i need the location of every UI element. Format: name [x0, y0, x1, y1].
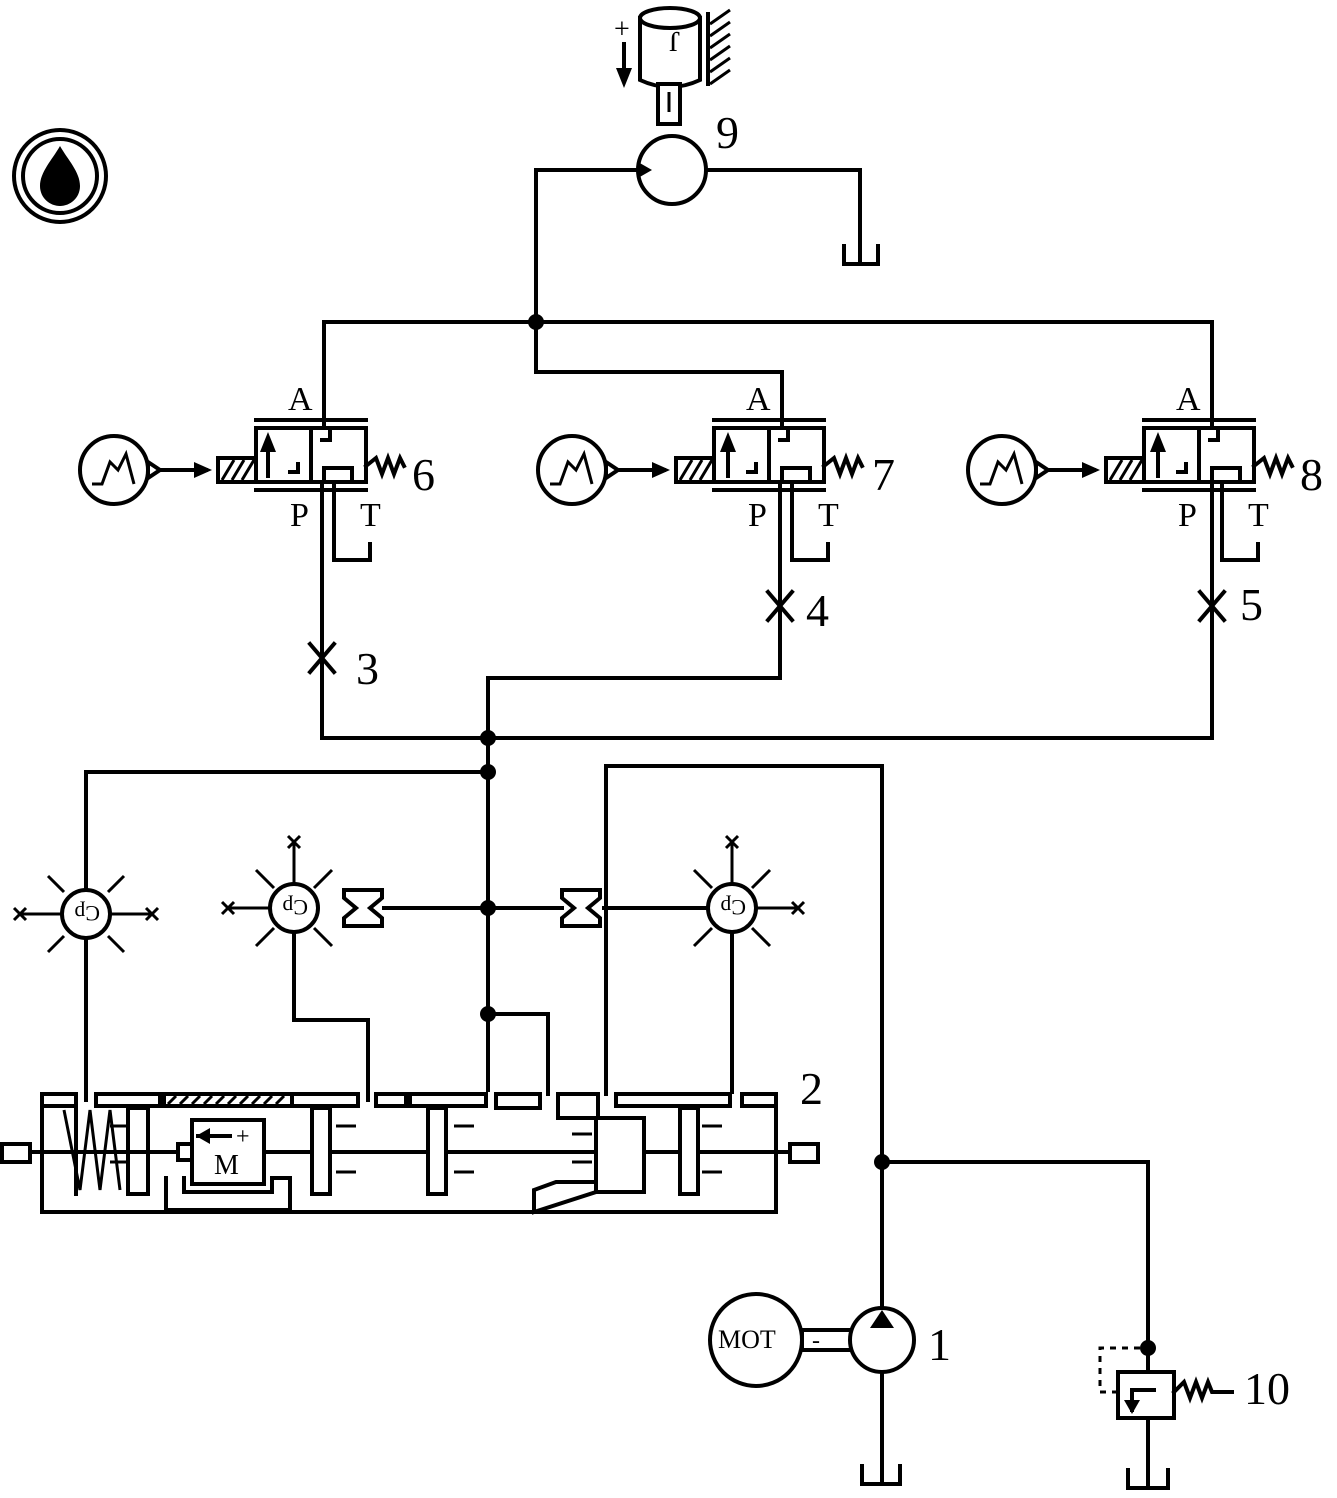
pressure-sensor-mid: Cp [220, 834, 334, 948]
throttle-icon [765, 589, 795, 623]
throttle-icon [1197, 589, 1227, 623]
port-p-7: P [748, 497, 767, 534]
label-valve-7: 7 [872, 449, 895, 500]
pressure-sensor-right: Cp [692, 834, 806, 948]
label-relief-valve-10: 10 [1244, 1363, 1290, 1414]
throttle-icon [560, 888, 602, 928]
tank-icon [1126, 1468, 1170, 1490]
port-t-7: T [818, 497, 839, 534]
tank-icon [842, 244, 880, 266]
motor-label: MOT [718, 1325, 776, 1354]
valve-6 [216, 418, 407, 492]
port-t-6: T [360, 497, 381, 534]
sensor-label: Cp [720, 895, 746, 920]
label-valve-8: 8 [1300, 449, 1323, 500]
port-p-6: P [290, 497, 309, 534]
label-actuator-9: 9 [716, 107, 739, 158]
relief-valve [1098, 1346, 1234, 1420]
tank-icon [860, 1464, 902, 1486]
label-throttle-4: 4 [806, 585, 829, 636]
sensor-label: Cp [282, 895, 308, 920]
port-a-7: A [746, 381, 771, 418]
throttle-icon [307, 641, 337, 675]
port-t-8: T [1248, 497, 1269, 534]
port-p-8: P [1178, 497, 1197, 534]
port-a-8: A [1176, 381, 1201, 418]
port-a-6: A [288, 381, 313, 418]
pump-motor: MOT - [708, 1292, 916, 1388]
valve-7 [674, 418, 865, 492]
label-pump-1: 1 [928, 1319, 951, 1370]
label-servo-valve-2: 2 [800, 1063, 823, 1114]
servo-valve-block: + M [0, 1092, 820, 1215]
actuator-label-j: J [669, 25, 680, 56]
pressure-sensor-left: Cp [12, 874, 160, 954]
throttle-icon [342, 888, 384, 928]
signal-generator-icon [966, 434, 1052, 506]
oil-drop-icon [12, 128, 108, 224]
torque-motor-plus: + [236, 1124, 250, 1150]
actuator-plus: + [614, 14, 630, 45]
label-valve-6: 6 [412, 449, 435, 500]
valve-8 [1104, 418, 1295, 492]
label-throttle-5: 5 [1240, 579, 1263, 630]
label-throttle-3: 3 [356, 643, 379, 694]
torque-motor-label: M [214, 1150, 239, 1181]
motor-minus: - [812, 1328, 820, 1354]
sensor-label: Cp [74, 901, 100, 926]
signal-generator-icon [78, 434, 164, 506]
signal-generator-icon [536, 434, 622, 506]
rotary-actuator: J + [614, 6, 731, 206]
